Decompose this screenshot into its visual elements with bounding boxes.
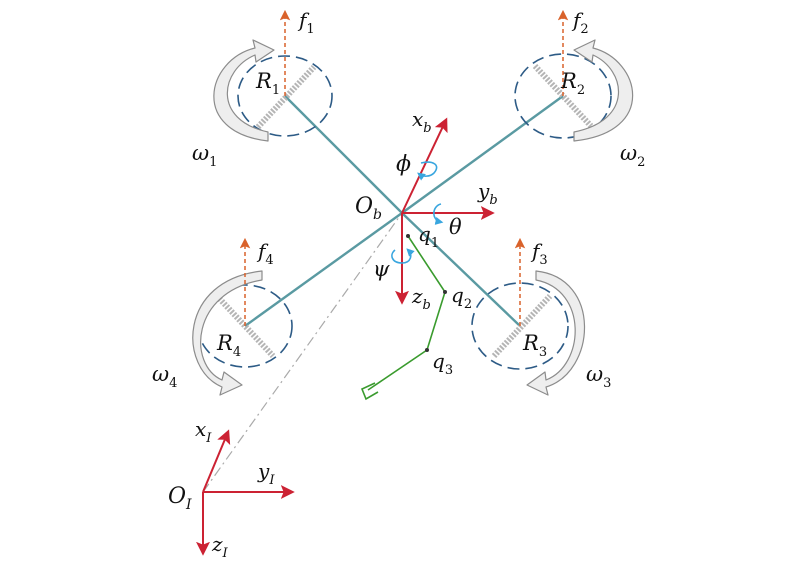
label-R1: R1 bbox=[255, 69, 280, 98]
label-f1: f1 bbox=[297, 8, 315, 37]
spin-arrow-3-icon bbox=[526, 270, 586, 396]
quadrotor-frame-arms bbox=[244, 95, 564, 327]
inertial-frame-axes bbox=[196, 429, 295, 556]
label-zb: zb bbox=[411, 284, 431, 313]
rotor-3 bbox=[471, 282, 569, 370]
rotor-blade-3 bbox=[491, 293, 553, 359]
manipulator-arm bbox=[360, 235, 446, 401]
label-f4: f4 bbox=[256, 239, 274, 268]
label-yI: yI bbox=[257, 459, 275, 488]
joint-q3 bbox=[425, 348, 429, 352]
spin-arrows bbox=[192, 39, 634, 396]
label-R2: R2 bbox=[560, 69, 585, 98]
label-R4: R4 bbox=[216, 331, 241, 360]
label-q1: q1 bbox=[418, 222, 439, 251]
label-theta: θ bbox=[449, 215, 462, 239]
rotor-ring-4 bbox=[197, 284, 293, 368]
label-OI: OI bbox=[168, 484, 192, 513]
spin-arrow-4-icon bbox=[192, 270, 263, 396]
joint-q1 bbox=[406, 234, 410, 238]
arm-2 bbox=[401, 95, 564, 214]
label-R3: R3 bbox=[522, 331, 547, 360]
rotor-blade-1 bbox=[255, 64, 317, 130]
end-effector-gripper bbox=[360, 382, 379, 401]
label-w1: ω1 bbox=[192, 141, 217, 170]
label-w4: ω4 bbox=[152, 362, 177, 391]
joint-q2 bbox=[443, 290, 447, 294]
label-yb: yb bbox=[477, 179, 498, 208]
phi-rotation-icon bbox=[417, 161, 438, 181]
label-psi: ψ bbox=[373, 257, 390, 281]
psi-rotation-icon bbox=[391, 248, 415, 264]
label-zI: zI bbox=[211, 532, 229, 561]
manipulator-links bbox=[367, 235, 446, 391]
label-phi: ϕ bbox=[396, 152, 411, 177]
axis-xb bbox=[401, 117, 448, 214]
rotor-4 bbox=[197, 284, 293, 368]
arm-1 bbox=[284, 95, 403, 214]
rotor-blade-4 bbox=[214, 293, 276, 359]
label-f2: f2 bbox=[571, 8, 589, 37]
spin-arrow-1-icon bbox=[213, 39, 275, 142]
euler-angle-arrows bbox=[391, 161, 444, 264]
label-xI: xI bbox=[195, 417, 212, 446]
body-frame-axes bbox=[395, 117, 495, 305]
label-Ob: Ob bbox=[355, 194, 382, 223]
axis-xI bbox=[202, 429, 231, 493]
spin-arrow-2-icon bbox=[573, 39, 634, 142]
rotor-ring-2 bbox=[514, 53, 612, 139]
rotor-2 bbox=[514, 53, 612, 139]
rotor-1 bbox=[237, 55, 333, 137]
label-w3: ω3 bbox=[586, 362, 611, 391]
label-w2: ω2 bbox=[620, 141, 645, 170]
label-q2: q2 bbox=[451, 283, 472, 312]
label-f3: f3 bbox=[530, 239, 548, 268]
thrust-vectors bbox=[239, 9, 569, 326]
label-xb: xb bbox=[412, 107, 432, 136]
rotor-ring-1 bbox=[237, 55, 333, 137]
label-q3: q3 bbox=[432, 349, 453, 378]
labels: f1 f2 f3 f4 R1 R2 R3 R4 ω1 ω2 ω3 ω4 xb y… bbox=[152, 8, 645, 561]
rotor-ring-3 bbox=[471, 282, 569, 370]
joints bbox=[406, 234, 447, 352]
arm-3 bbox=[401, 212, 521, 327]
arm-4 bbox=[244, 212, 403, 327]
position-vector-line bbox=[202, 212, 403, 493]
rotor-blade-2 bbox=[532, 63, 594, 129]
theta-rotation-icon bbox=[433, 203, 444, 225]
